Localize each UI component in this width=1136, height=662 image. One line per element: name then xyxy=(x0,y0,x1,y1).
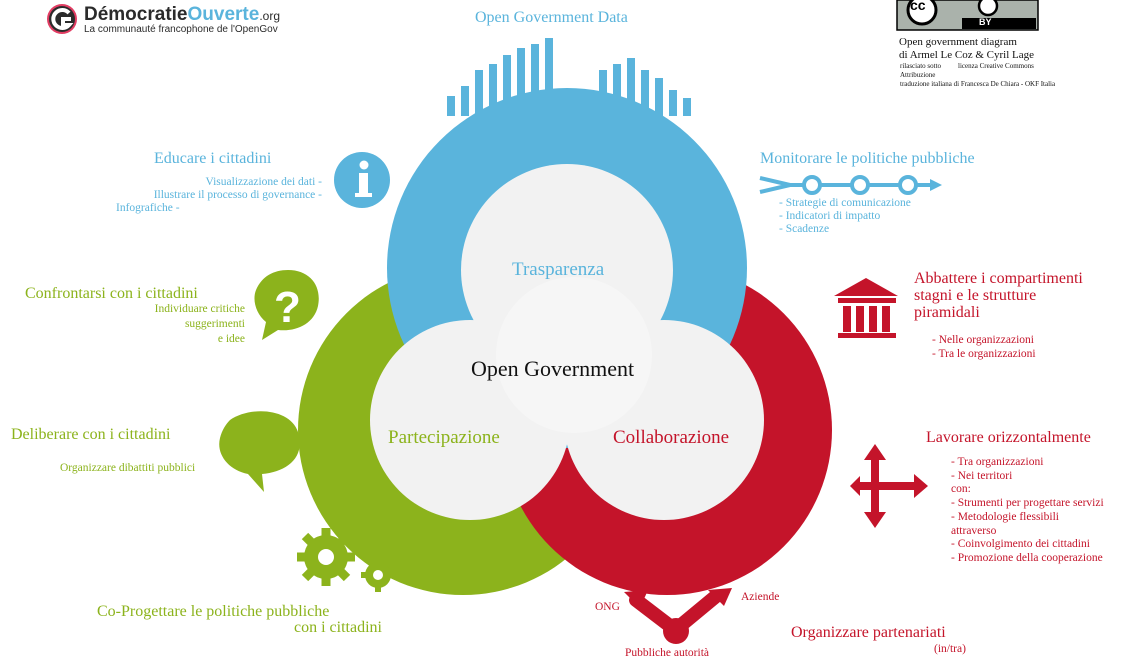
horizontal-item: - Tra organizzazioni xyxy=(951,456,1044,468)
confront-list: Individuare critiche suggerimenti e idee xyxy=(155,302,245,347)
silos-item: - Tra le organizzazioni xyxy=(932,348,1036,360)
partner-companies: Aziende xyxy=(741,591,780,603)
horizontal-item: - Promozione della cooperazione xyxy=(951,551,1103,564)
educate-title: Educare i cittadini xyxy=(154,150,272,167)
collaboration-label: Collaborazione xyxy=(613,427,730,448)
cc-by-badge xyxy=(896,0,1039,31)
license-line-1: Open government diagram xyxy=(899,36,1017,48)
logo-mark xyxy=(47,4,77,34)
confront-item: Individuare critiche xyxy=(154,303,245,315)
monitor-title: Monitorare le politiche pubbliche xyxy=(760,150,975,167)
license-line-5: traduzione italiana di Francesca De Chia… xyxy=(900,80,1056,88)
license-line-3b: licenza Creative Commons xyxy=(958,62,1034,70)
monitor-item: - Scadenze xyxy=(779,223,830,235)
silos-title-line: piramidali xyxy=(914,304,980,321)
horizontal-item: - Nei territori xyxy=(951,469,1013,482)
monitor-item: - Strategie di comunicazione xyxy=(779,197,911,209)
timeline-icon xyxy=(759,175,942,195)
horizontal-item: - Metodologie flessibili xyxy=(951,510,1059,523)
horizontal-item: attraverso xyxy=(951,524,997,537)
data-bars-icon xyxy=(447,38,691,116)
partner-authorities: Pubbliche autorità xyxy=(625,647,709,659)
educate-item: Visualizzazione dei dati - xyxy=(205,176,323,188)
educate-item: Illustrare il processo di governance - xyxy=(153,189,322,201)
move-arrows-icon xyxy=(850,444,928,528)
partner-ong: ONG xyxy=(595,601,620,613)
silos-title-line: Abbattere i compartimenti xyxy=(914,270,1083,287)
coproject-title-line-2: con i cittadini xyxy=(294,619,382,636)
info-icon xyxy=(334,152,390,208)
institution-icon xyxy=(834,278,898,338)
deliberate-item: Organizzare dibattiti pubblici xyxy=(60,462,196,474)
silos-item: - Nelle organizzazioni xyxy=(932,334,1034,346)
cc-label: cc xyxy=(910,0,926,13)
question-icon: ? xyxy=(254,270,319,340)
silos-list: - Nelle organizzazioni - Tra le organizz… xyxy=(932,333,1036,361)
svg-text:?: ? xyxy=(274,283,301,332)
confront-item: suggerimenti xyxy=(184,318,245,330)
educate-list: Visualizzazione dei dati - Illustrare il… xyxy=(154,176,322,202)
horizontal-title: Lavorare orizzontalmente xyxy=(926,429,1091,446)
center-title: Open Government xyxy=(471,356,635,381)
gears-icon xyxy=(297,528,395,592)
license-line-3a: rilasciato sotto xyxy=(900,62,942,70)
confront-item: e idee xyxy=(217,333,245,345)
monitor-list: - Strategie di comunicazione - Indicator… xyxy=(779,197,911,236)
transparency-label: Trasparenza xyxy=(512,259,605,280)
partnership-subtitle: (in/tra) xyxy=(934,643,966,655)
by-label: BY xyxy=(979,17,992,27)
horizontal-item: con: xyxy=(951,483,971,496)
coproject-title-line-1: Co-Progettare le politiche pubbliche xyxy=(97,603,330,620)
silos-title-line: stagni e le strutture xyxy=(914,287,1037,304)
open-data-title: Open Government Data xyxy=(475,9,628,26)
educate-item: Infografiche - xyxy=(116,202,180,214)
horizontal-item: - Strumenti per progettare servizi xyxy=(951,497,1104,510)
deliberate-title: Deliberare con i cittadini xyxy=(11,426,171,443)
logo-tagline: La communauté francophone de l'OpenGov xyxy=(84,24,278,35)
speech-bubble-icon xyxy=(219,411,300,492)
license-line-2: di Armel Le Coz & Cyril Lage xyxy=(899,49,1035,61)
partnership-title: Organizzare partenariati xyxy=(791,624,946,641)
license-line-4: Attribuzione xyxy=(900,71,936,79)
logo-title: DémocratieOuverte.org xyxy=(84,4,280,25)
silos-title: Abbattere i compartimenti stagni e le st… xyxy=(914,270,1083,321)
partnership-icon xyxy=(624,588,732,644)
monitor-item: - Indicatori di impatto xyxy=(779,210,881,222)
horizontal-item: - Coinvolgimento dei cittadini xyxy=(951,538,1090,551)
confront-title: Confrontarsi con i cittadini xyxy=(25,285,198,302)
center-core xyxy=(496,277,652,433)
horizontal-list: - Tra organizzazioni - Nei territori con… xyxy=(951,456,1104,566)
participation-label: Partecipazione xyxy=(388,427,500,448)
